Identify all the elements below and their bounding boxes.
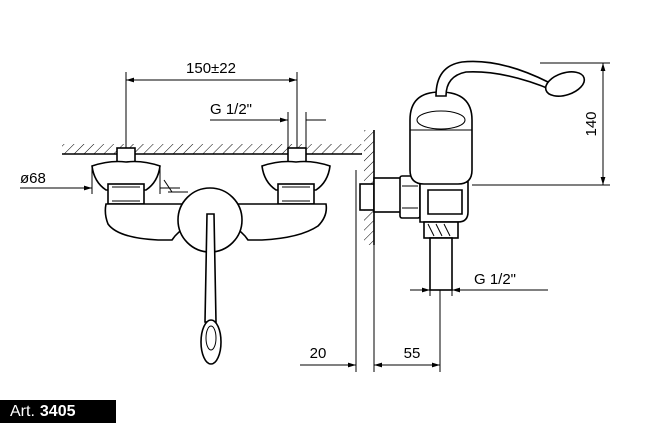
side-lever-grip xyxy=(544,71,586,97)
left-union xyxy=(91,147,161,205)
article-label: Art. 3405 xyxy=(0,400,116,423)
dim-thread-top: G 1/2" xyxy=(210,101,252,118)
article-prefix: Art. xyxy=(10,402,35,420)
dim-thread-outlet: G 1/2" xyxy=(474,271,516,288)
lever-grip xyxy=(200,319,222,365)
lever-handle xyxy=(204,213,217,323)
dim-height: 140 xyxy=(583,111,600,136)
side-dimensions: 140 G 1/2" 20 55 xyxy=(300,62,610,372)
front-dimensions: 150±22 G 1/2" ø68 xyxy=(20,60,326,194)
cartridge-housing xyxy=(409,91,473,185)
dim-wall-gap: 20 xyxy=(310,345,327,362)
dim-projection: 55 xyxy=(404,345,421,362)
front-view xyxy=(62,144,362,365)
dim-center-distance: 150±22 xyxy=(186,60,236,77)
dim-flange-diameter: ø68 xyxy=(20,170,46,187)
right-union xyxy=(261,147,331,205)
side-lever-arm xyxy=(435,60,554,97)
side-view xyxy=(359,60,586,291)
wall-hatch-front xyxy=(62,144,362,154)
article-number: 3405 xyxy=(39,402,76,420)
